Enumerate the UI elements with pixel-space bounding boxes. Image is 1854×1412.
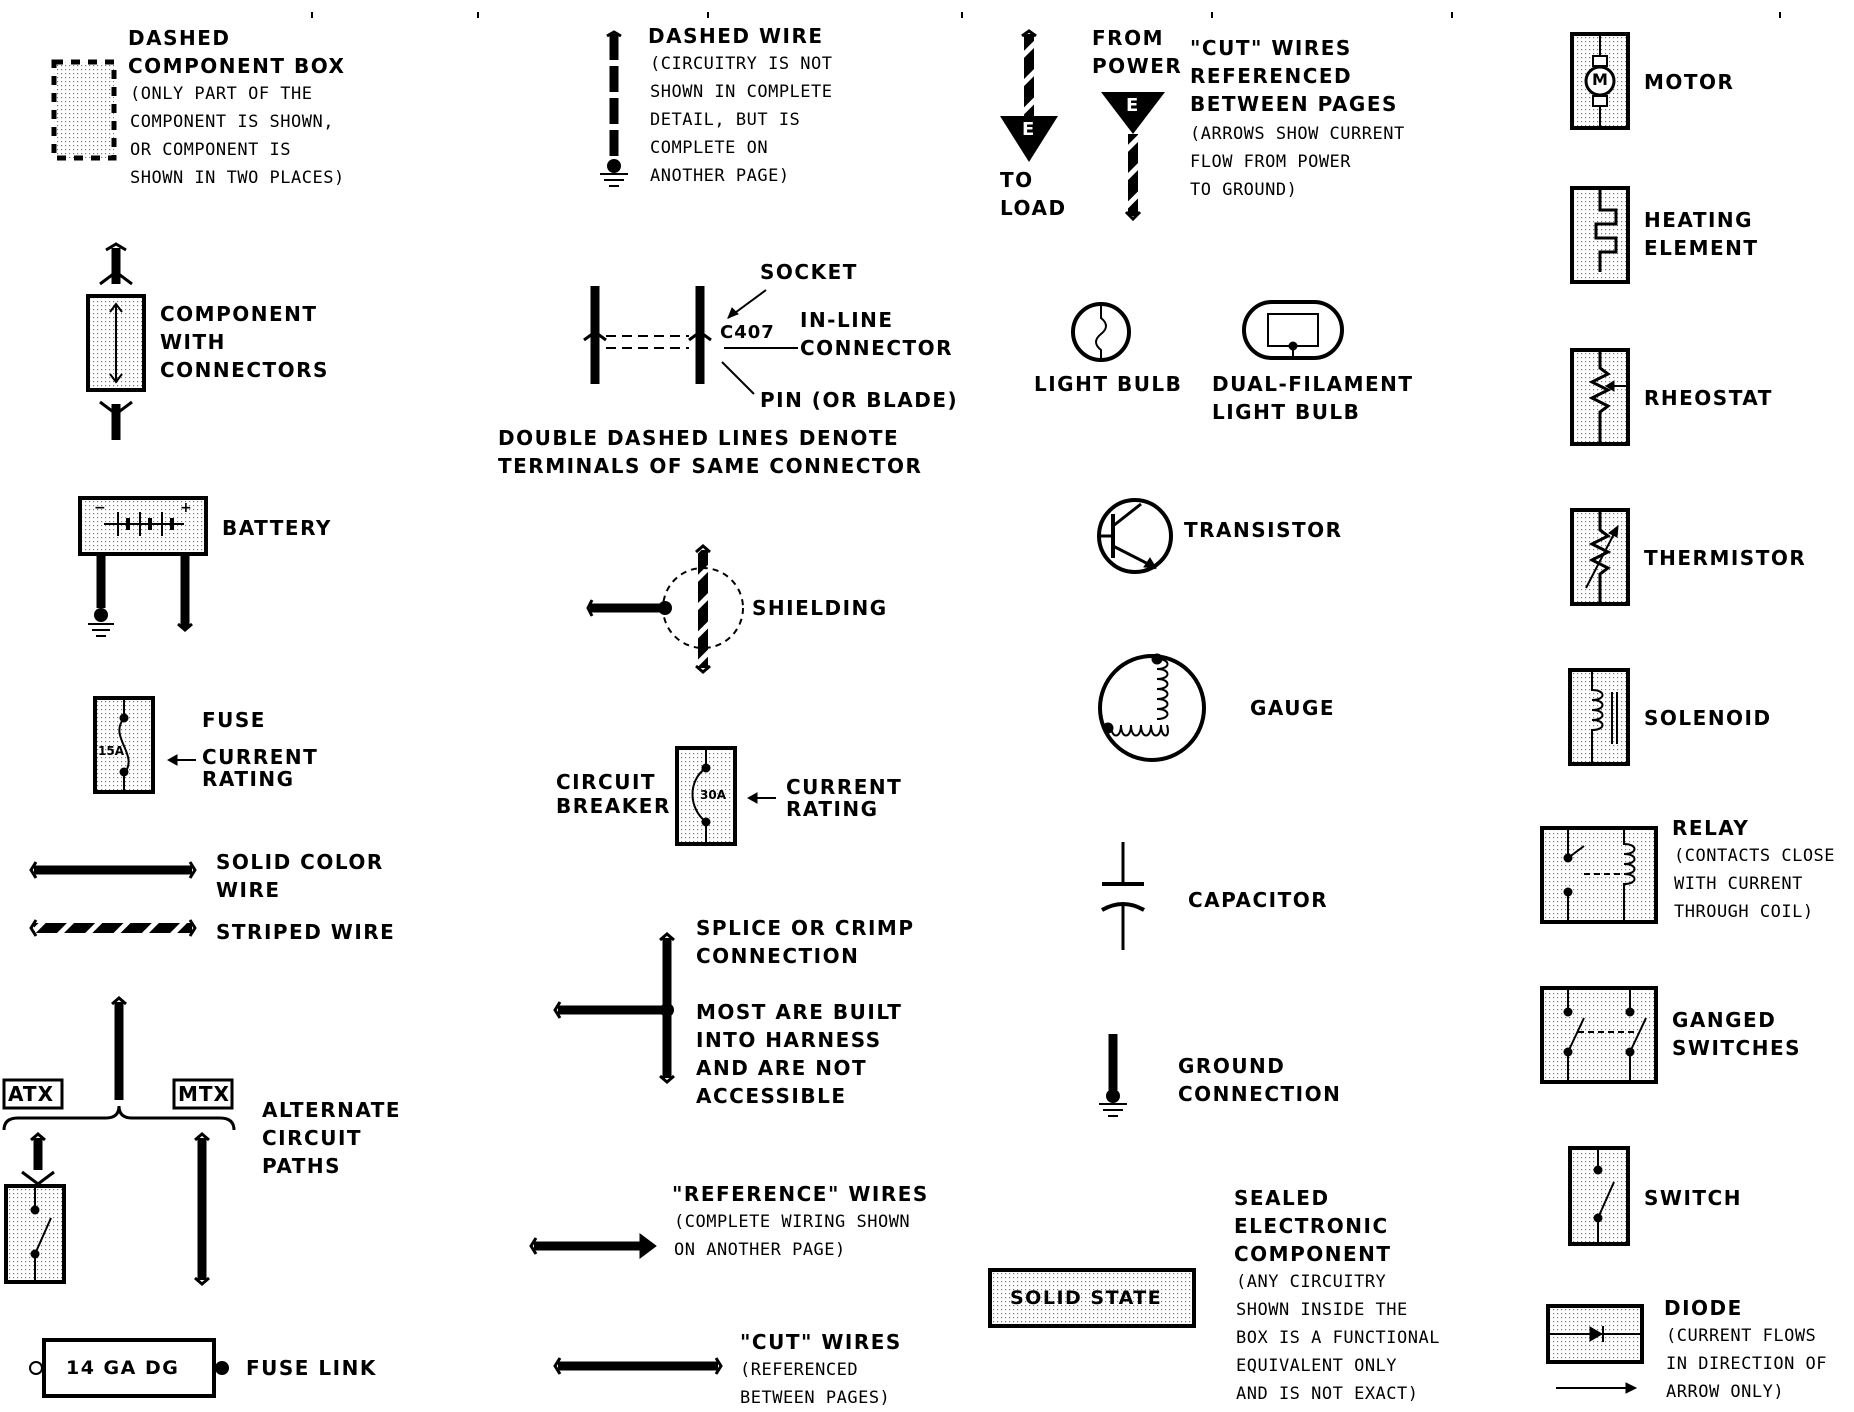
fuse-rating: 15A — [98, 744, 124, 758]
solenoid-symbol — [1568, 668, 1630, 766]
battery-minus: − — [94, 500, 106, 516]
gauge-symbol — [1098, 653, 1206, 762]
cut-wire-arrows-symbol — [1000, 29, 1165, 222]
transistor-label: TRANSISTOR — [1184, 518, 1343, 542]
shielding-symbol — [586, 544, 744, 674]
thermistor-symbol — [1570, 508, 1630, 606]
dashed-component-box-symbol — [51, 59, 117, 161]
capacitor-label: CAPACITOR — [1188, 888, 1329, 912]
fuse-link-symbol — [29, 1338, 229, 1398]
in-line-connector-symbol — [583, 286, 798, 395]
solid-color-wire-symbol — [29, 861, 197, 879]
reference-wires-title: "REFERENCE" WIRES — [672, 1182, 929, 1206]
arrow-marker-down: E — [1022, 119, 1035, 140]
diode-label: DIODE — [1664, 1296, 1743, 1320]
solenoid-label: SOLENOID — [1644, 706, 1772, 730]
atx-label: ATX — [8, 1082, 54, 1106]
switch-label: SWITCH — [1644, 1186, 1742, 1210]
rheostat-symbol — [1570, 348, 1630, 446]
rheostat-label: RHEOSTAT — [1644, 386, 1773, 410]
solid-state-box-symbol — [988, 1268, 1196, 1328]
reference-wire-symbol — [529, 1233, 657, 1259]
pin-label: PIN (OR BLADE) — [760, 388, 959, 412]
cut-wires-title: "CUT" WIRES — [740, 1330, 902, 1354]
page-tick-marks — [311, 12, 1781, 18]
battery-symbol — [78, 496, 208, 637]
connector-code: C407 — [720, 322, 775, 343]
capacitor-symbol — [1101, 842, 1145, 950]
alternate-circuit-paths-symbol — [2, 996, 236, 1286]
ground-symbol — [1099, 1034, 1127, 1117]
battery-label: BATTERY — [222, 516, 332, 540]
dual-filament-bulb-symbol — [1242, 300, 1344, 360]
battery-plus: + — [180, 500, 192, 516]
splice-symbol — [553, 932, 675, 1084]
light-bulb-symbol — [1071, 302, 1131, 362]
solid-state-box-label: SOLID STATE — [1010, 1287, 1163, 1309]
socket-label: SOCKET — [760, 260, 858, 284]
relay-symbol — [1540, 826, 1658, 924]
cut-wire-symbol — [553, 1357, 723, 1375]
shielding-label: SHIELDING — [752, 596, 888, 620]
relay-label: RELAY — [1672, 816, 1750, 840]
gauge-label: GAUGE — [1250, 696, 1336, 720]
dashed-wire-title: DASHED WIRE — [648, 24, 824, 48]
dashed-wire-symbol — [600, 30, 628, 187]
ganged-switches-symbol — [1540, 986, 1658, 1084]
circuit-breaker-symbol — [675, 746, 776, 846]
light-bulb-label: LIGHT BULB — [1034, 372, 1183, 396]
heating-element-symbol — [1570, 186, 1630, 284]
motor-symbol — [1570, 32, 1630, 130]
switch-symbol — [1568, 1146, 1630, 1246]
striped-wire-symbol — [29, 919, 197, 937]
motor-label: MOTOR — [1644, 70, 1735, 94]
fuse-symbol — [93, 696, 196, 794]
fuse-link-box-label: 14 GA DG — [66, 1357, 180, 1379]
fuse-link-label: FUSE LINK — [246, 1356, 377, 1380]
breaker-rating: 30A — [700, 788, 726, 802]
mtx-label: MTX — [178, 1082, 230, 1106]
component-with-connectors-symbol — [86, 242, 146, 440]
motor-symbol-letter: M — [1592, 70, 1608, 89]
thermistor-label: THERMISTOR — [1644, 546, 1807, 570]
diode-symbol — [1546, 1304, 1644, 1394]
arrow-marker-up: E — [1126, 95, 1139, 116]
striped-wire-label: STRIPED WIRE — [216, 920, 396, 944]
fuse-label: FUSE — [202, 708, 266, 732]
transistor-symbol — [1097, 498, 1173, 574]
